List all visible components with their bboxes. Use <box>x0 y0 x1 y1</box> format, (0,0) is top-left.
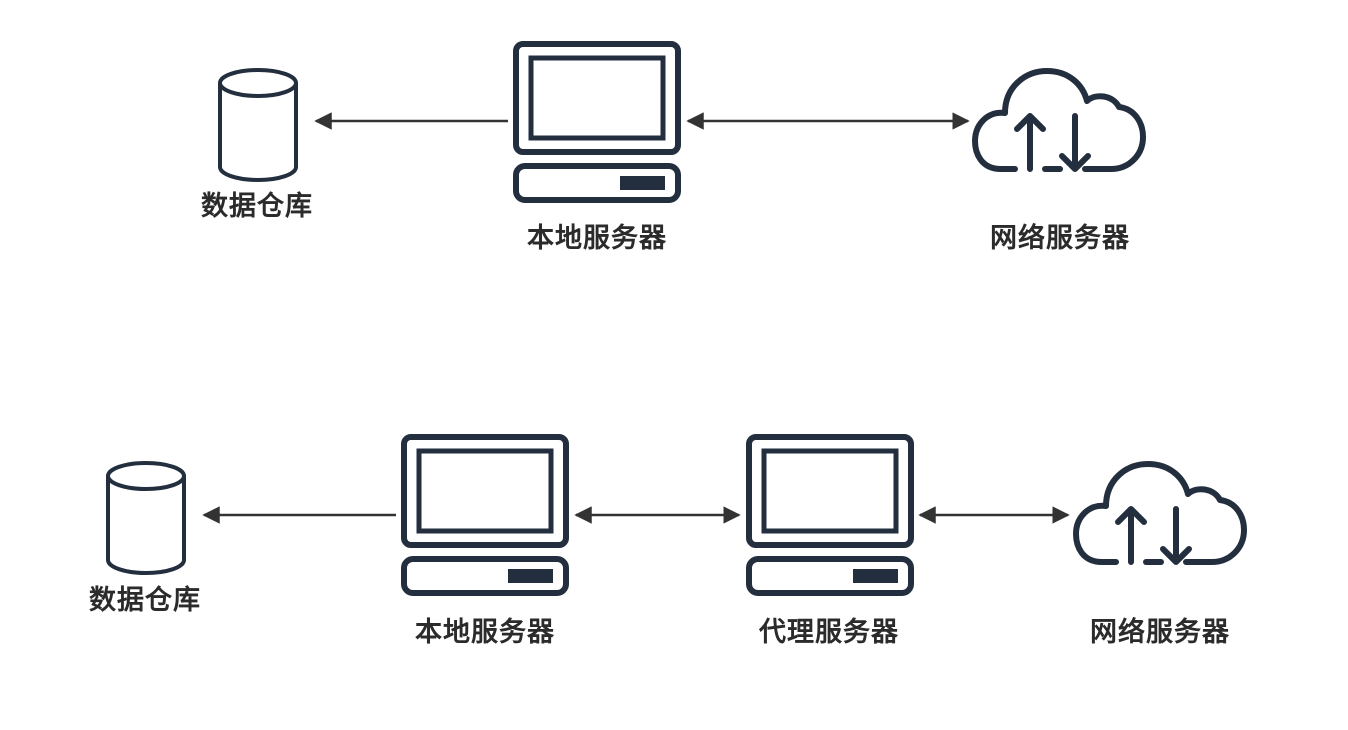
database-label: 数据仓库 <box>201 191 313 222</box>
database-icon <box>218 68 298 182</box>
local-server-icon <box>404 437 566 593</box>
network-server-icon <box>975 71 1143 169</box>
database-label: 数据仓库 <box>89 585 201 616</box>
proxy-server-label: 代理服务器 <box>759 617 899 648</box>
diagram-2 <box>106 437 1244 593</box>
network-server-label: 网络服务器 <box>1090 617 1230 648</box>
diagram-1 <box>218 44 1143 200</box>
local-server-icon <box>516 44 678 200</box>
database-icon <box>106 461 186 575</box>
network-server-label: 网络服务器 <box>990 223 1130 254</box>
local-server-label: 本地服务器 <box>527 223 667 254</box>
proxy-server-icon <box>749 437 911 593</box>
local-server-label: 本地服务器 <box>415 617 555 648</box>
network-server-icon <box>1076 464 1244 562</box>
